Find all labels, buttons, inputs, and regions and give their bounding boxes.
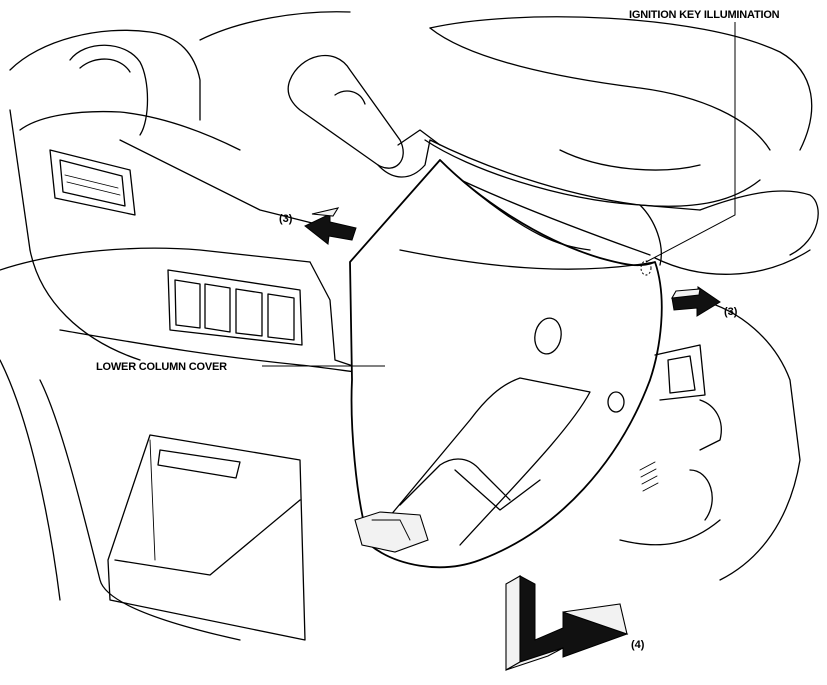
step-3-right-label: (3)	[724, 306, 738, 318]
storage-compartment	[107, 434, 306, 641]
lower-column-cover-label: LOWER COLUMN COVER	[96, 361, 227, 373]
step-4-arrow	[505, 575, 629, 671]
switch-panel	[167, 269, 303, 346]
lower-column-cover	[349, 159, 663, 569]
step-3-left-arrow	[304, 207, 357, 245]
step-3-right-arrow	[670, 286, 721, 317]
step-4-label: (4)	[631, 639, 645, 651]
ignition-key-illumination-marker	[640, 22, 736, 276]
ignition-key-illumination-label: IGNITION KEY ILLUMINATION	[629, 9, 780, 21]
step-3-left-label: (3)	[279, 213, 293, 225]
left-air-vent	[49, 149, 136, 216]
column-switch-body	[619, 299, 801, 581]
dash-lower-panel	[0, 247, 381, 641]
turn-signal-lever	[287, 54, 441, 178]
cover-clip	[354, 511, 429, 553]
instrument-cluster	[9, 11, 351, 361]
steering-wheel	[424, 16, 819, 275]
